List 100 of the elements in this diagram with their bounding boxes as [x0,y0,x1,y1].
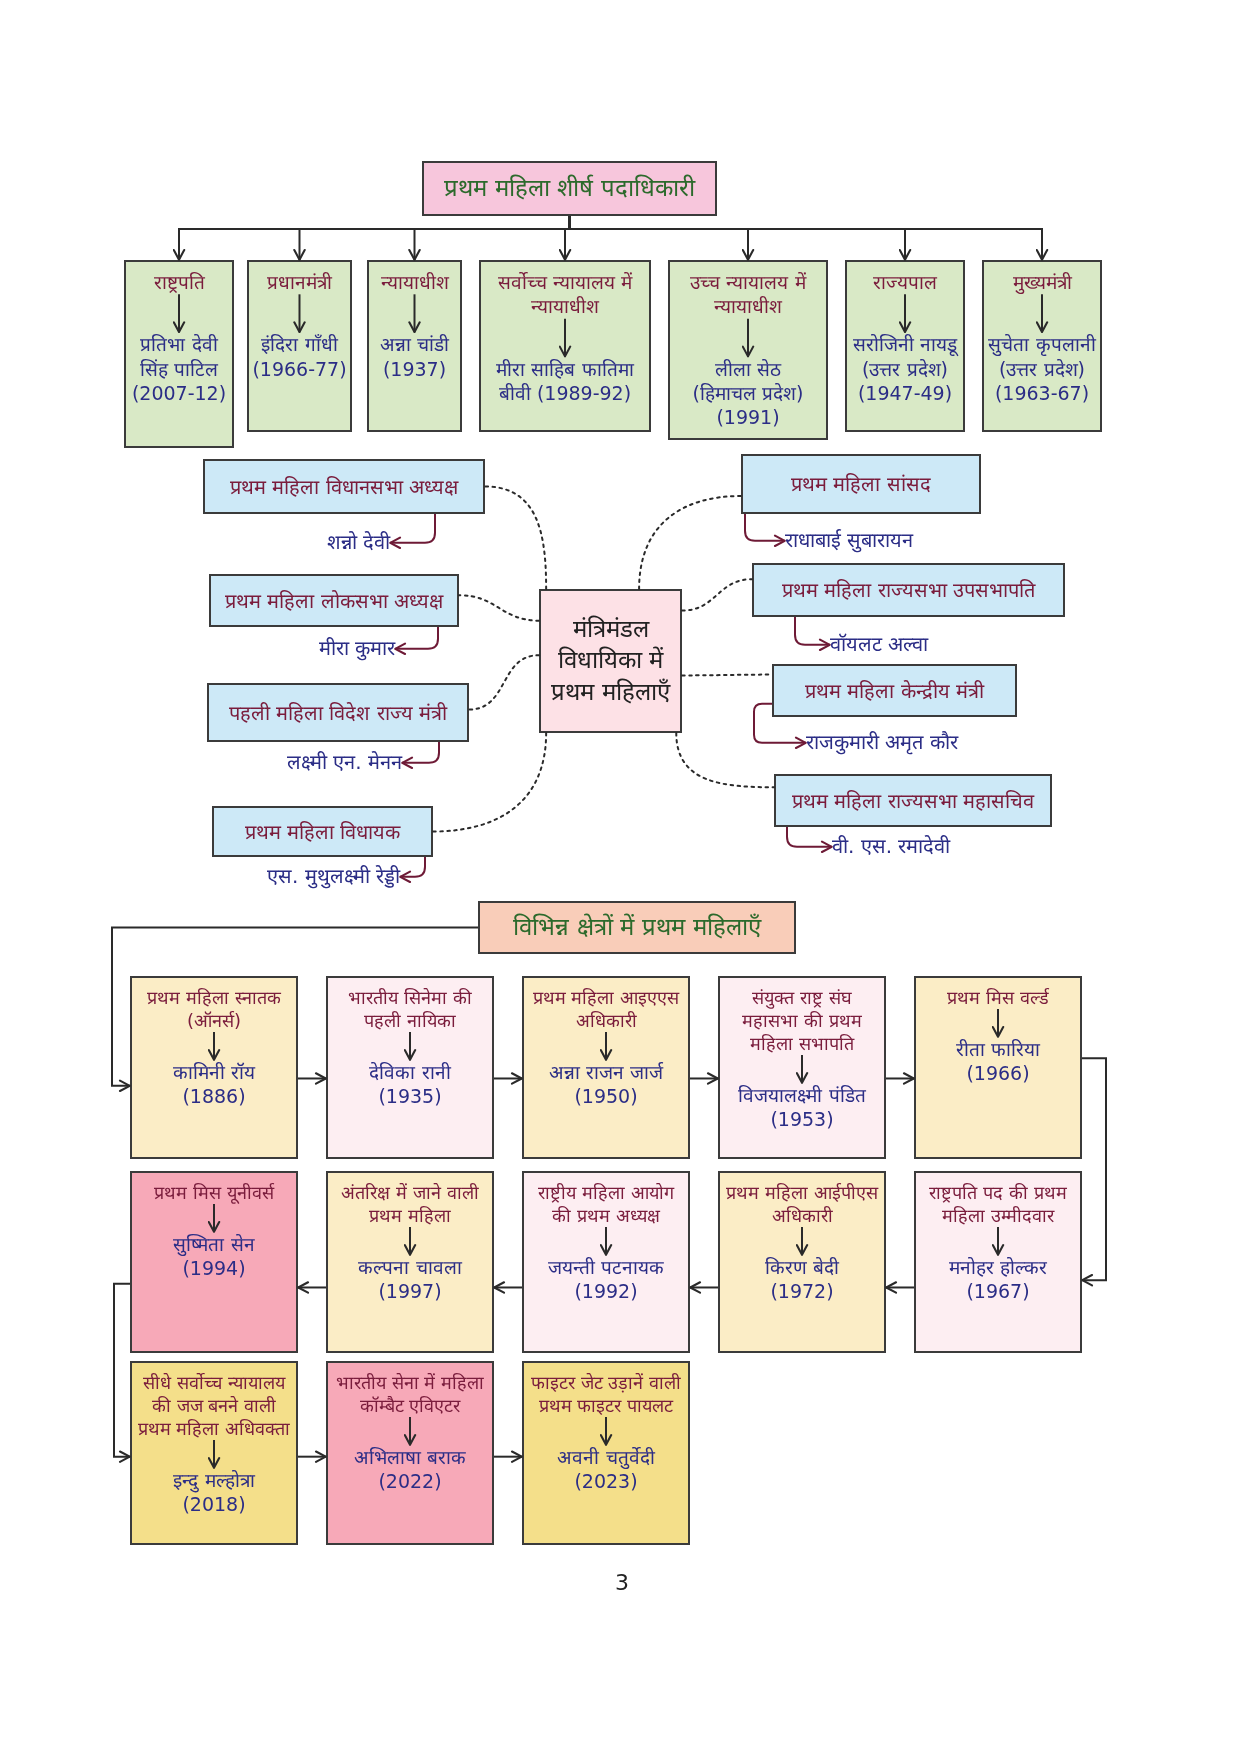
arrow [113,1282,131,1463]
person-name: विजयालक्ष्मी पंडित [738,1083,866,1108]
person-name: देविका रानी [369,1060,451,1085]
role-text: राष्ट्रपति पद की प्रथम महिला उम्मीदवार [918,1181,1078,1228]
role-text: राष्ट्रपति [153,270,205,295]
arrow [172,293,186,334]
arrow [885,1072,915,1085]
role-box: प्रथम महिला लोकसभा अध्यक्ष [209,574,459,627]
arrow [558,317,572,358]
year-text: (2022) [377,1469,443,1494]
role-text: संयुक्त राष्ट्र संघ महासभा की प्रथम महिला सभापति [722,986,882,1056]
arrow [885,1281,915,1294]
dotted-connector [484,485,548,590]
year-text: (1991) [715,405,781,430]
arrow [599,1031,613,1062]
dotted-connector [432,732,548,833]
person-name: इन्दु मल्होत्रा [173,1468,255,1493]
info-card [718,976,886,1159]
arrow [297,1281,327,1294]
person-name: राधाबाई सुबारायन [785,528,914,554]
role-text: मुख्यमंत्री [1012,270,1072,295]
person-name: इंदिरा गाँधी [260,332,339,357]
role-text: न्यायाधीश [380,270,449,295]
role-text: प्रथम मिस यूनीवर्स [154,1181,274,1205]
arrow [207,1203,221,1234]
arrow [493,1281,523,1294]
arrow [111,926,479,1093]
topic-box: मंत्रिमंडल विधायिका में प्रथम महिलाएँ [539,589,682,733]
role-text: प्रथम मिस वर्ल्ड [947,986,1049,1010]
page-number: 3 [615,1570,629,1595]
info-card [914,976,1082,1159]
arrow [744,513,786,548]
arrow [493,1072,523,1085]
arrow [991,1226,1005,1257]
year-text: (1947-49) [856,380,954,406]
arrow [399,856,426,884]
role-text: राज्यपाल [873,270,937,295]
role-box: प्रथम महिला राज्यसभा उपसभापति [752,563,1065,617]
year-text: (1972) [769,1279,835,1304]
year-text: (1963-67) [993,380,1091,406]
role-text: फाइटर जेट उड़ानें वाली प्रथम फाइटर पायलट [526,1371,686,1418]
arrow [991,1008,1005,1039]
person-name: जयन्ती पटनायक [548,1255,664,1280]
info-card [479,260,651,432]
info-card [130,1171,298,1353]
info-card [367,260,462,432]
info-card [326,976,494,1159]
person-name: अवनी चतुर्वेदी [557,1445,655,1470]
role-text: प्रथम महिला आईपीएस अधिकारी [722,1181,882,1228]
person-name: मनोहर होल्कर [949,1255,1047,1280]
info-card [718,1171,886,1353]
dotted-connector [681,578,753,612]
info-card [522,1171,690,1353]
info-card [845,260,965,432]
arrow [599,1416,613,1447]
title-box: प्रथम महिला शीर्ष पदाधिकारी [422,161,717,216]
person-name: वॉयलट अल्वा [830,632,929,658]
person-name: रीता फारिया [956,1037,1040,1062]
role-text: राष्ट्रीय महिला आयोग की प्रथम अध्यक्ष [526,1181,686,1228]
arrow [297,1072,327,1085]
person-name: लीला सेठ [713,356,783,381]
arrow [403,1031,417,1062]
role-text: भारतीय सेना में महिला कॉम्बैट एविएटर [330,1371,490,1418]
year-text: (1953) [769,1107,835,1132]
role-box: पहली महिला विदेश राज्य मंत्री [207,683,469,742]
arrow [493,1450,523,1463]
person-name: कल्पना चावला [358,1255,462,1280]
arrow [1035,293,1049,334]
info-card [914,1171,1082,1353]
role-text: उच्च न्यायालय में न्यायाधीश [672,270,824,319]
person-name: लक्ष्मी एन. मेनन [286,750,402,776]
arrow [599,1226,613,1257]
person-name: मीरा कुमार [318,636,395,662]
person-name: एस. मुथुलक्ष्मी रेड्डी [266,864,400,890]
year-text: (1997) [377,1279,443,1304]
role-text: सीधे सर्वोच्च न्यायालय की जज बनने वाली प्रथम महिला अधिवक्ता [134,1371,294,1441]
arrow [689,1281,719,1294]
arrow [753,702,807,750]
role-text: प्रधानमंत्री [267,270,332,295]
role-box: प्रथम महिला विधानसभा अध्यक्ष [203,459,485,514]
arrow [741,317,755,358]
person-name: अन्ना चांडी [380,332,449,357]
role-text: भारतीय सिनेमा की पहली नायिका [330,986,490,1033]
person-name: राजकुमारी अमृत कौर [806,730,958,756]
arrow [297,1450,327,1463]
arrow [207,1031,221,1062]
person-name: अभिलाषा बराक [354,1445,466,1470]
arrow [389,513,436,550]
role-text: सर्वोच्च न्यायालय में न्यायाधीश [483,270,647,319]
role-box: प्रथम महिला सांसद [741,454,981,514]
role-box: प्रथम महिला राज्यसभा महासचिव [774,774,1052,827]
arrow [795,1054,809,1085]
year-text: (1994) [181,1256,247,1281]
info-card [130,1361,298,1545]
arrow [1081,1057,1107,1287]
year-text: (1992) [573,1279,639,1304]
role-text: प्रथम महिला स्नातक (ऑनर्स) [134,986,294,1033]
year-text: (1886) [181,1084,247,1109]
year-text: (1967) [965,1279,1031,1304]
info-card [522,1361,690,1545]
